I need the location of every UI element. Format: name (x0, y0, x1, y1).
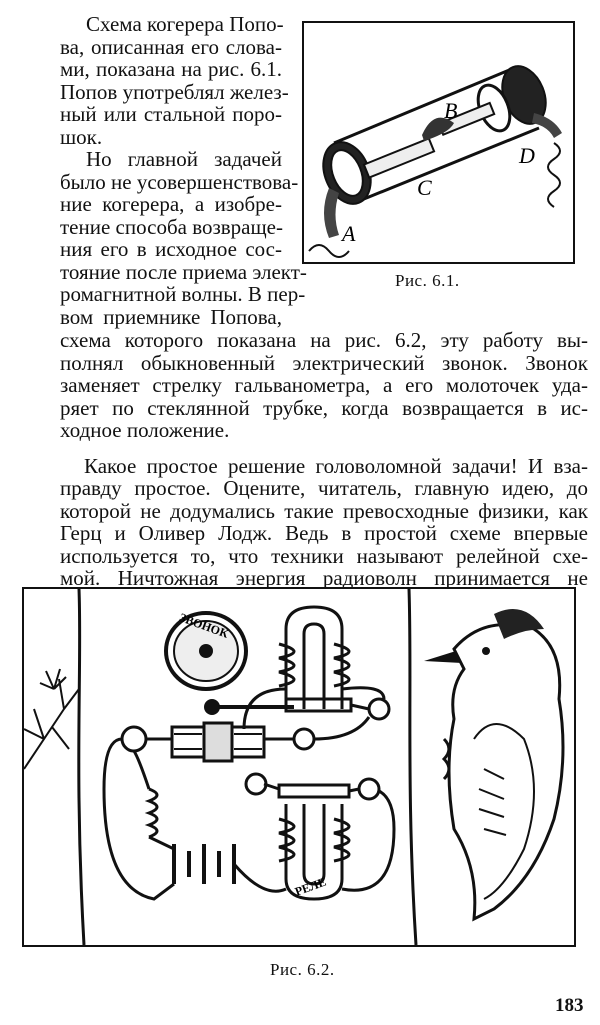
text-line: Герц и Оливер Лодж. Ведь в простой схеме… (60, 521, 588, 545)
text-line: Попов употреблял желез- (60, 79, 289, 104)
full-width-text: схема которого показана на рис. 6.2, эту… (60, 329, 588, 590)
text-line: шок. (60, 124, 103, 149)
woodpecker-icon (424, 609, 565, 922)
paragraph-1: Схема когерера Попо- ва, описанная его с… (60, 12, 289, 149)
text-line: ходное положение. (60, 418, 230, 442)
text-line: ние когерера, а изобре- (60, 192, 282, 216)
coherer-illustration: A B C D (308, 65, 562, 258)
text-line: схема которого показана на рис. 6.2, эту… (60, 328, 588, 352)
label-c: C (417, 175, 432, 200)
text-line: ромагнитной волны. В пер- (60, 282, 306, 306)
paragraph-2: Но главной задачей было не усовершенство… (60, 147, 307, 329)
paragraph-2-continued: схема которого показана на рис. 6.2, эту… (60, 329, 588, 442)
text-line: заменяет стрелку гальванометра, а его мо… (60, 373, 588, 397)
page-number: 183 (555, 995, 584, 1016)
text-line: ми, показана на рис. 6.1. (60, 57, 282, 81)
text-line: полнял обыкновенный электрический звонок… (60, 350, 588, 375)
figure-6-2-caption: Рис. 6.2. (270, 960, 335, 979)
text-line: тение способа возвраще- (60, 214, 283, 239)
label-d: D (518, 143, 535, 168)
figure-6-1-caption: Рис. 6.1. (395, 271, 460, 290)
battery-icon (172, 844, 236, 884)
text-line: которой не додумались такие превосходные… (60, 498, 588, 523)
text-line: Какое простое решение головоломной задач… (84, 453, 588, 478)
label-b: B (444, 98, 457, 123)
text-line: ный или стальной поро- (60, 102, 282, 126)
text-line: ва, описанная его слова- (60, 34, 282, 59)
text-line: Схема когерера Попо- (86, 12, 284, 36)
text-line: мой. Ничтожная энергия радиоволн принима… (60, 566, 588, 590)
bell-icon: ЗВОНОК (164, 610, 248, 691)
figure-6-1: A B C D (302, 21, 575, 264)
figure-6-2: ЗВОНОК (22, 587, 576, 947)
label-a: A (340, 221, 356, 246)
relay-label: РЕЛЕ (293, 875, 328, 899)
text-line: ряет по стеклянной трубке, когда возвращ… (60, 395, 588, 420)
text-line: используется то, что техники называют ре… (60, 543, 588, 568)
text-line: ния его в исходное сос- (60, 237, 282, 261)
left-column-text: Схема когерера Попо- ва, описанная его с… (60, 12, 307, 329)
text-line: тояние после приема элект- (60, 259, 307, 284)
text-line: правду простое. Оцените, читатель, главн… (60, 476, 588, 500)
paragraph-3: Какое простое решение головоломной задач… (60, 453, 588, 590)
text-line: Но главной задачей (86, 147, 282, 171)
text-line: было не усовершенствова- (60, 169, 299, 194)
text-line: вом приемнике Попова, (60, 304, 282, 329)
popov-receiver-illustration: ЗВОНОК (24, 589, 565, 945)
